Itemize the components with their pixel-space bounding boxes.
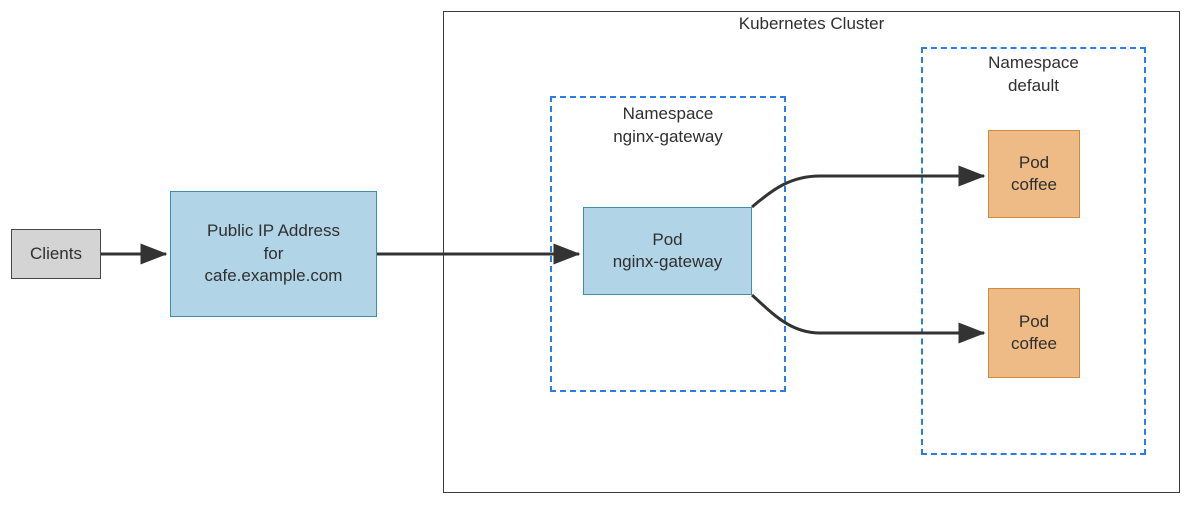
node-pod-coffee-2-label: Pod coffee xyxy=(1010,311,1057,353)
node-pod-coffee-2[interactable]: Pod coffee xyxy=(988,288,1080,378)
namespace-nginx-gateway-label: Namespace nginx-gateway xyxy=(613,104,723,146)
namespace-nginx-gateway-boundary xyxy=(550,96,786,392)
kubernetes-cluster-label: Kubernetes Cluster xyxy=(738,14,885,33)
node-pod-coffee-1-label: Pod coffee xyxy=(1010,152,1057,194)
node-pod-coffee-1[interactable]: Pod coffee xyxy=(988,130,1080,218)
node-pod-nginx-gateway-label: Pod nginx-gateway xyxy=(612,229,723,271)
namespace-default-label: Namespace default xyxy=(988,53,1079,95)
node-pod-nginx-gateway[interactable]: Pod nginx-gateway xyxy=(583,207,752,295)
node-public-ip-address-label: Public IP Address for cafe.example.com xyxy=(204,221,343,286)
node-public-ip-address[interactable]: Public IP Address for cafe.example.com xyxy=(170,191,377,317)
namespace-default-boundary xyxy=(921,47,1146,455)
node-clients-label: Clients xyxy=(30,243,82,263)
node-clients[interactable]: Clients xyxy=(11,229,101,279)
